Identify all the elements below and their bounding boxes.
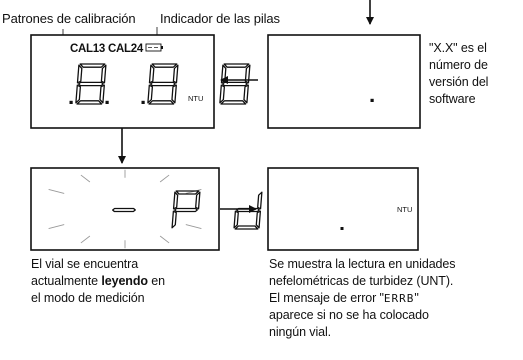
blink-ray	[159, 235, 170, 244]
version-note-line: versión del	[429, 75, 489, 89]
version-display-frame	[267, 34, 421, 129]
result-note-line4: aparece si no se ha colocado	[269, 308, 429, 322]
reading-note-line2: actualmente leyendo en	[31, 273, 165, 290]
startup-unit: NTU	[188, 94, 203, 103]
decimal-point	[340, 227, 344, 230]
startup-digit	[147, 63, 179, 105]
blink-ray	[48, 224, 65, 230]
result-note: Se muestra la lectura en unidades nefelo…	[269, 256, 456, 341]
blink-ray	[185, 224, 202, 230]
startup-digit	[219, 63, 251, 105]
cal24-label: CAL24	[108, 43, 144, 55]
battery-icon	[145, 43, 163, 52]
decimal-point	[141, 100, 145, 104]
version-note-line: número de	[429, 58, 488, 72]
result-display-frame	[267, 167, 419, 251]
version-note-line: "X.X" es el	[429, 41, 487, 55]
result-note-line3-post: "	[414, 291, 419, 305]
reading-char	[233, 191, 263, 230]
reading-note: El vial se encuentra actualmente leyendo…	[31, 256, 165, 307]
version-note-line: software	[429, 92, 476, 106]
result-note-line5: ningún vial.	[269, 325, 332, 339]
decimal-point	[69, 100, 73, 104]
blink-ray	[80, 174, 91, 183]
cal13-label: CAL13	[70, 43, 105, 55]
startup-digit	[75, 63, 107, 105]
reading-note-line1: El vial se encuentra	[31, 257, 139, 271]
result-note-line2: nefelométricas de turbidez (UNT).	[269, 274, 454, 288]
result-note-line1: Se muestra la lectura en unidades	[269, 257, 456, 271]
result-note-line3: El mensaje de error "ERRB"	[269, 290, 455, 307]
reading-note-bold: leyendo	[101, 274, 148, 288]
startup-display-frame	[30, 34, 215, 129]
calibration-patterns-label: Patrones de calibración	[2, 11, 136, 26]
result-note-line3-pre: El mensaje de error "	[269, 291, 384, 305]
reading-note-line2-post: en	[147, 274, 165, 288]
error-code: ERRB	[383, 292, 415, 305]
version-note: "X.X" es el número de versión del softwa…	[429, 40, 488, 108]
reading-note-line3: el modo de medición	[31, 291, 145, 305]
blink-ray	[159, 174, 170, 183]
blink-ray	[80, 235, 91, 244]
decimal-point	[370, 98, 374, 102]
decimal-point	[105, 100, 109, 104]
reading-note-line2-pre: actualmente	[31, 274, 102, 288]
reading-char	[171, 190, 201, 229]
result-unit: NTU	[397, 205, 412, 214]
reading-char	[112, 207, 136, 213]
blink-ray	[48, 188, 65, 194]
result-digits	[340, 227, 344, 230]
battery-indicator-label: Indicador de las pilas	[160, 11, 280, 26]
version-digits	[370, 98, 374, 102]
